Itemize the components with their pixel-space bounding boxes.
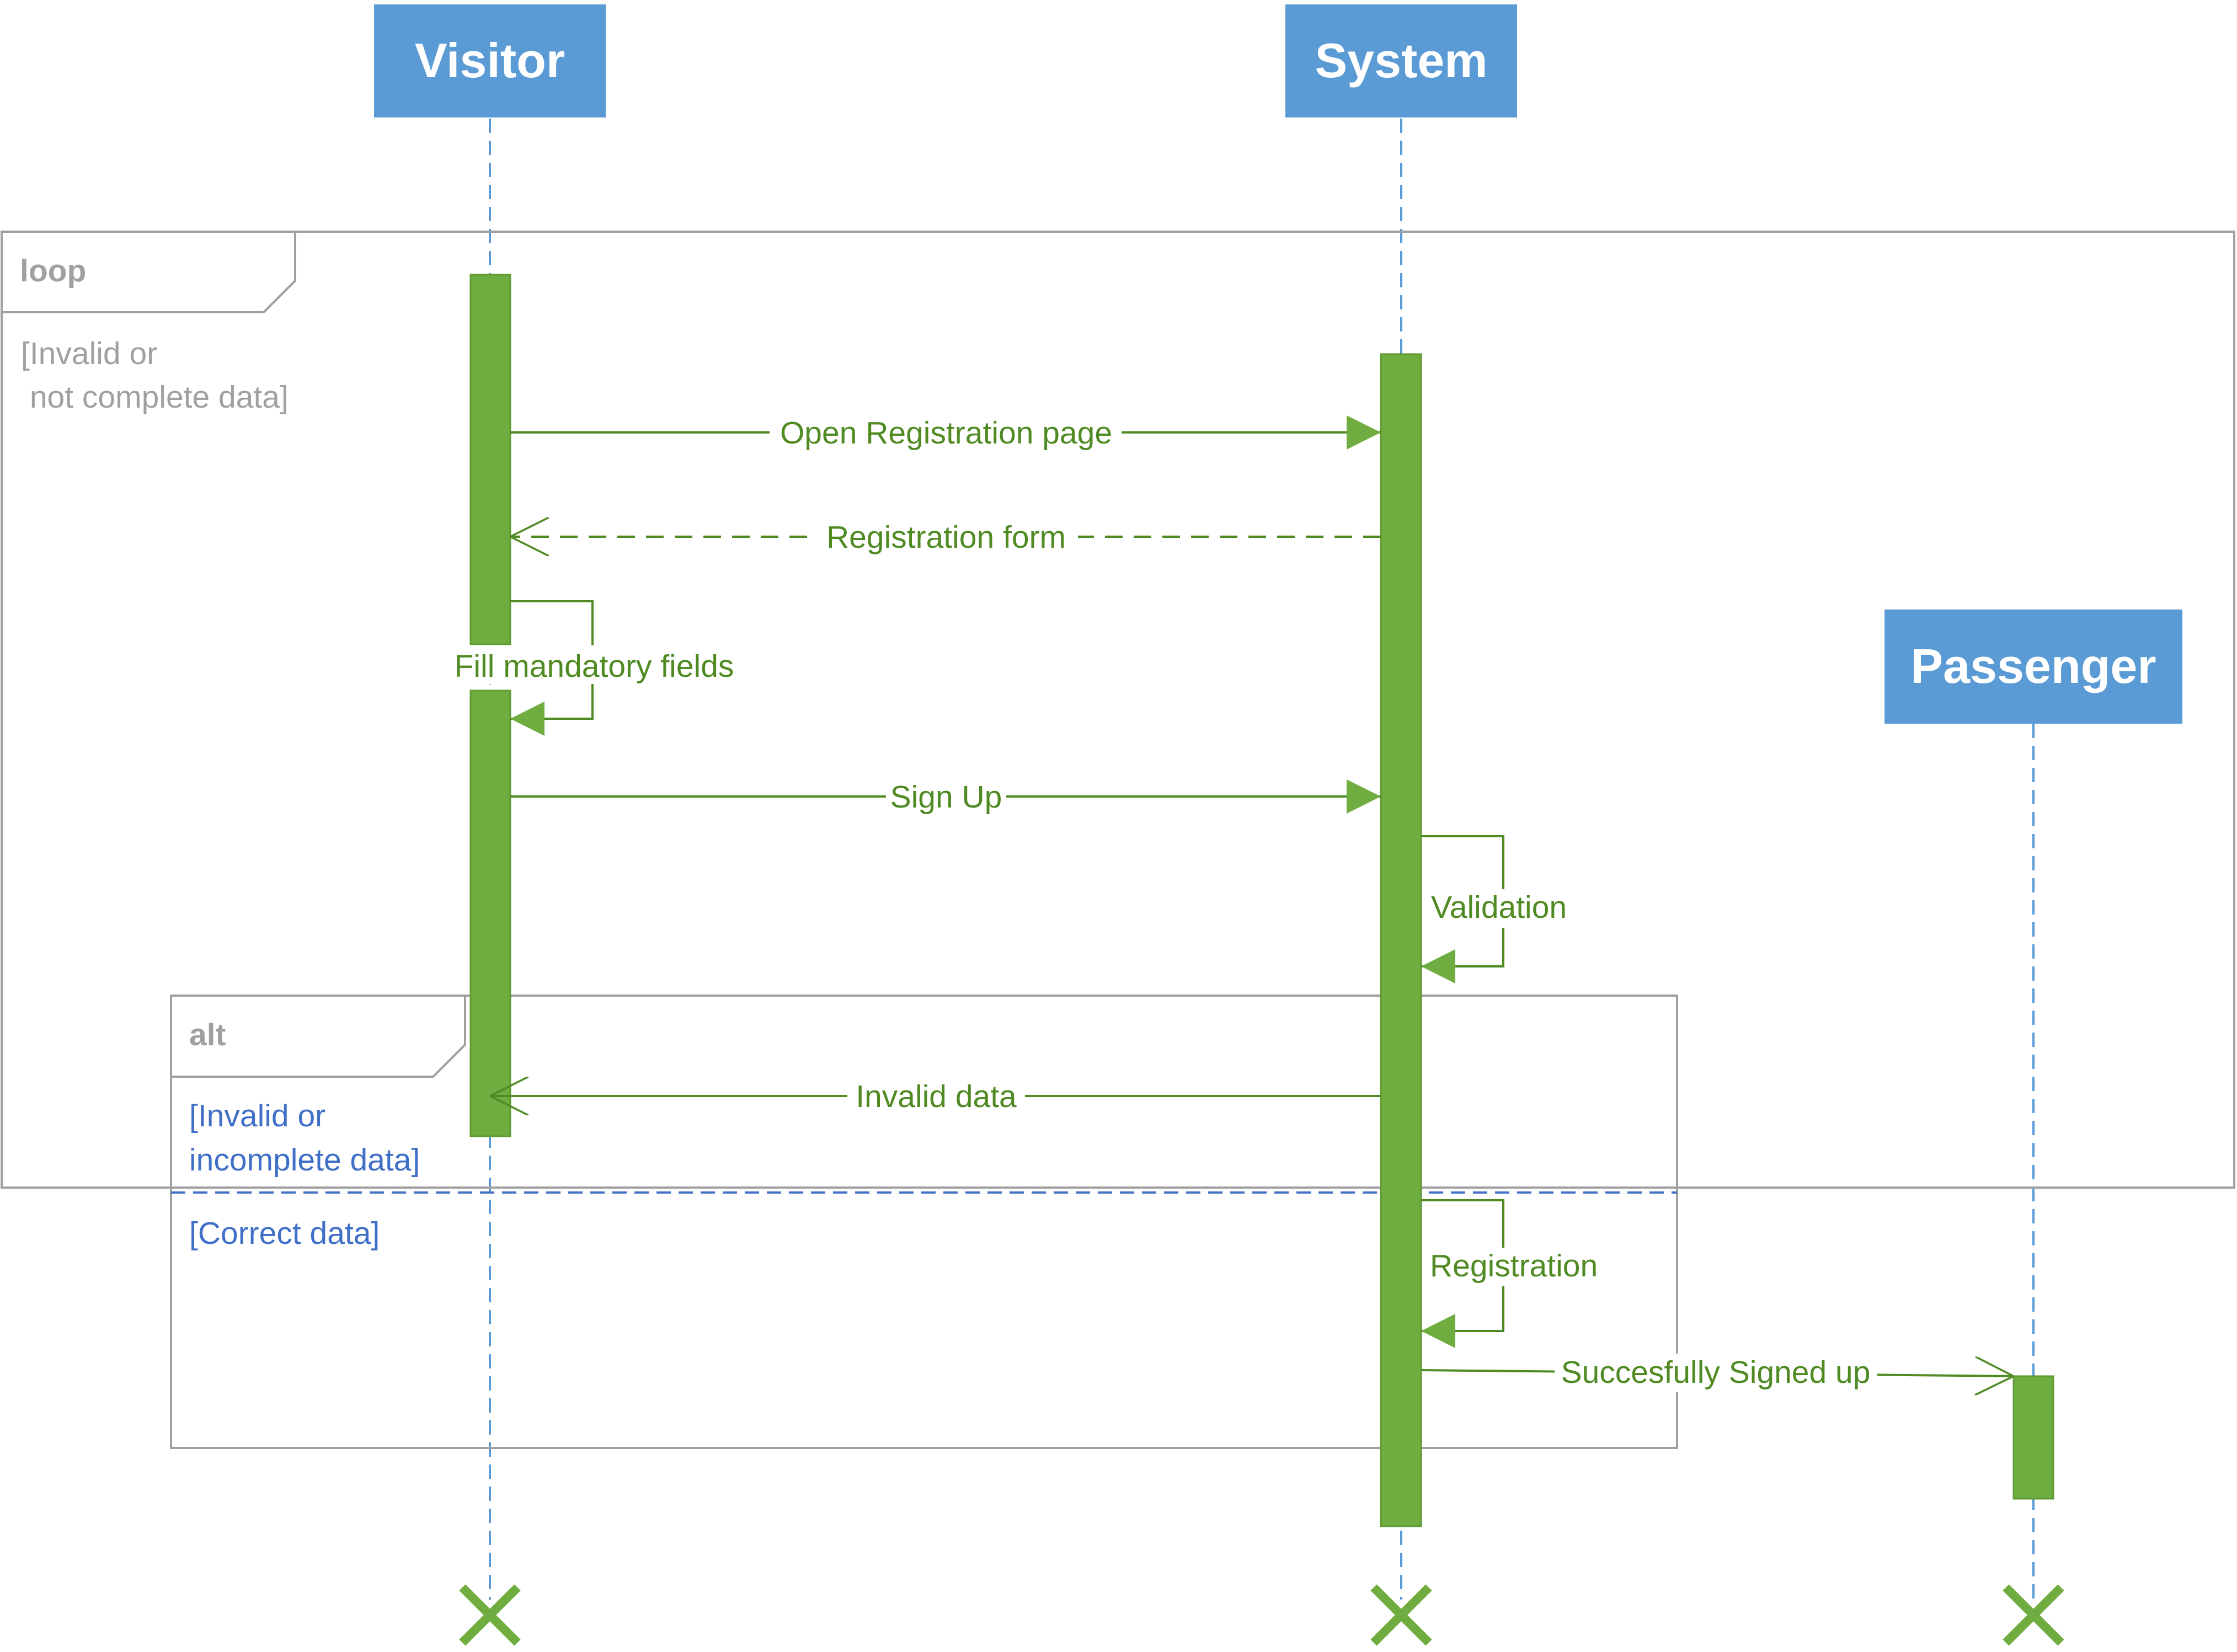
msg-invalid-data-label: Invalid data [856, 1079, 1017, 1114]
passenger-box [1884, 610, 2182, 724]
loop-frame-tag: loop [20, 253, 86, 288]
participant-visitor: Visitor [374, 4, 606, 117]
alt-frame-tab [171, 996, 466, 1078]
label-bg-registration [1426, 1248, 1614, 1286]
messages [490, 415, 2014, 1376]
label-bg-invalid-data [847, 1076, 1025, 1114]
visitor-box [374, 4, 606, 117]
visitor-activation-2 [469, 689, 511, 1137]
label-bg-fill-fields [441, 645, 748, 684]
system-box [1285, 4, 1517, 117]
system-destroy-icon [1370, 1584, 1432, 1646]
system-activation [1380, 353, 1422, 1527]
alt-frame-tag: alt [189, 1017, 226, 1052]
loop-frame-tab [2, 232, 296, 313]
participant-system: System [1285, 4, 1517, 117]
message-labels: Open Registration page Registration form… [441, 412, 1877, 1392]
label-bg-validation [1426, 889, 1586, 928]
visitor-activation-1 [469, 274, 511, 645]
alt-frame: alt [Invalid or incomplete data] [Correc… [170, 995, 1678, 1449]
alt-guard2: [Correct data] [189, 1216, 380, 1251]
alt-guard1-line2: incomplete data] [189, 1142, 420, 1178]
destroy-markers [459, 1584, 2064, 1646]
passenger-activation [2012, 1375, 2054, 1500]
passenger-label: Passenger [1910, 639, 2156, 693]
participant-passenger: Passenger [1884, 610, 2182, 724]
label-bg-sign-up [886, 776, 1006, 815]
msg-registration-form-label: Registration form [826, 520, 1066, 555]
visitor-destroy-icon [459, 1584, 521, 1646]
alt-guard1-line1: [Invalid or [189, 1098, 325, 1134]
loop-guard-line1: [Invalid or [21, 336, 157, 371]
system-label: System [1315, 33, 1487, 88]
activations [469, 274, 2054, 1527]
msg-registration-label: Registration [1430, 1248, 1598, 1284]
msg-open-registration-label: Open Registration page [780, 415, 1112, 451]
loop-guard-line2: not complete data] [21, 379, 289, 415]
passenger-destroy-icon [2003, 1584, 2064, 1646]
visitor-label: Visitor [415, 33, 565, 88]
loop-frame-border [1, 231, 2235, 1189]
msg-sign-up-label: Sign Up [890, 779, 1002, 815]
msg-signed-up-label: Succesfully Signed up [1561, 1355, 1871, 1390]
label-bg-registration-form [812, 516, 1078, 555]
label-bg-signed-up [1555, 1354, 1877, 1392]
msg-validation-label: Validation [1431, 890, 1567, 925]
msg-fill-fields-label: Fill mandatory fields [455, 649, 734, 684]
label-bg-open-registration [770, 412, 1122, 451]
loop-frame: loop [Invalid or not complete data] [1, 231, 2235, 1189]
alt-frame-border [170, 995, 1678, 1449]
